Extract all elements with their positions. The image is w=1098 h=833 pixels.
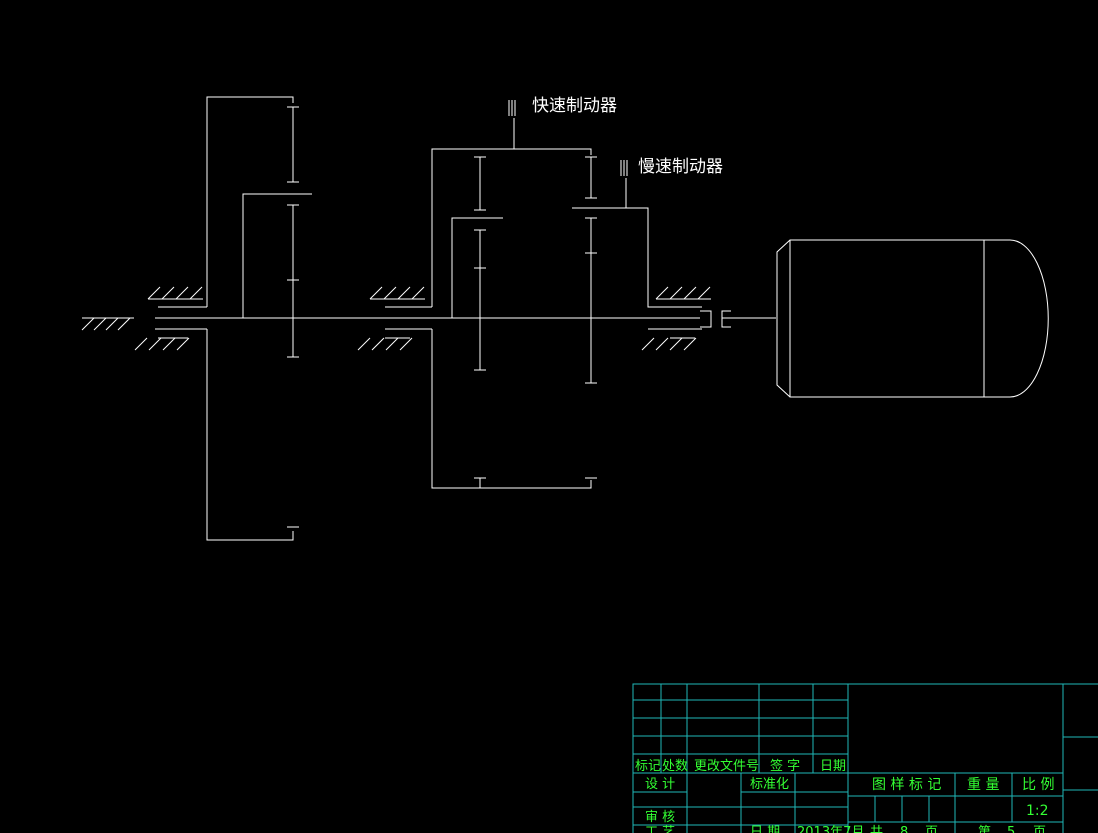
title-block: 标记 处数 更改文件号 签 字 日期 设 计 标准化 审 核 工 艺 日 期 2… [632,683,1098,833]
tb-pattern-mark: 图 样 标 记 [872,777,941,793]
bearing-hatch-3-top [655,286,711,300]
left-gear-stage [158,96,312,541]
slow-brake-label: 慢速制动器 [638,156,723,177]
gear-train-schematic: 快速制动器 慢速制动器 [81,96,1049,541]
tb-row-design: 设 计 [645,777,675,792]
tb-total-count: 8 [900,825,908,833]
ground-hatch-left [81,317,134,331]
tb-col-change-doc: 更改文件号 [694,759,759,774]
tb-col-count: 处数 [662,759,688,774]
tb-sheet: 第 [978,825,991,833]
tb-total: 共 [870,825,883,833]
tb-row-process: 工 艺 [645,825,675,833]
tb-row-review: 审 核 [645,810,675,825]
tb-sheet-count: 5 [1007,825,1015,833]
bearing-hatch-1-bottom [134,337,190,351]
tb-scale: 比 例 [1022,777,1054,793]
motor [776,239,1049,398]
tb-row-date-value: 2013年7月 [797,825,864,833]
slow-brake-leader [620,160,628,208]
middle-gear-stage [431,148,702,489]
tb-sheet-unit: 页 [925,825,938,833]
tb-sheet-unit-2: 页 [1033,825,1046,833]
bearing-hatch-2-top [369,286,432,308]
tb-col-mark: 标记 [635,759,661,774]
bearing-hatch-2-bottom [357,328,432,351]
tb-col-signature: 签 字 [770,758,800,774]
tb-row-standardize: 标准化 [750,777,789,792]
coupling [700,310,776,328]
fast-brake-leader [508,100,516,149]
bearing-hatch-1-top [147,286,207,308]
tb-weight: 重 量 [967,777,999,793]
tb-row-date: 日 期 [750,825,780,833]
bearing-hatch-3-bottom [641,328,702,351]
tb-col-date: 日期 [820,759,846,774]
fast-brake-label: 快速制动器 [532,96,617,116]
tb-scale-value: 1:2 [1026,803,1049,819]
